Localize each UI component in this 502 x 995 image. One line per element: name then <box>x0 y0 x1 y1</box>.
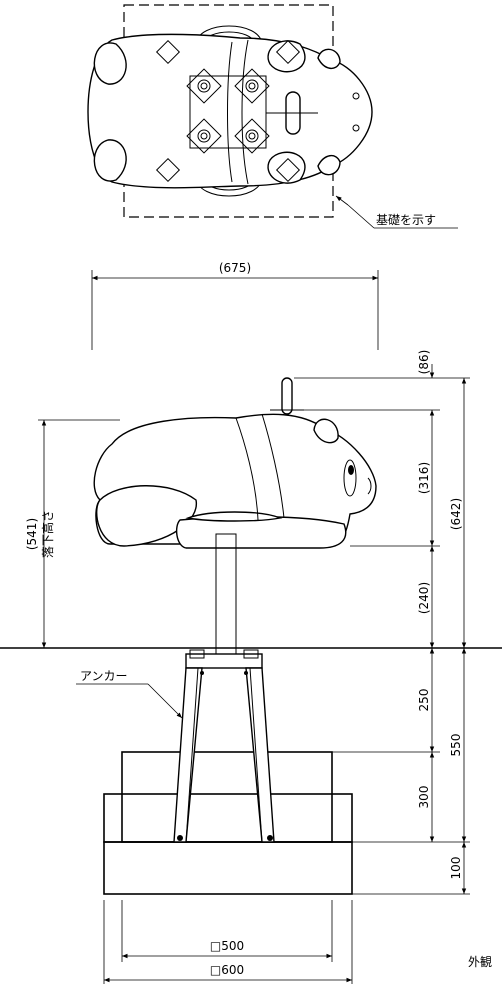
base-square-label: □500 <box>210 939 244 953</box>
side-view <box>93 377 377 657</box>
anchor-leader <box>76 683 183 719</box>
slab-square-label: □600 <box>210 963 244 977</box>
foundation-note: 基礎を示す <box>376 213 436 227</box>
width-label: (675) <box>219 261 251 275</box>
concrete-base <box>103 751 353 895</box>
fall-height-dimension <box>38 419 120 648</box>
seat-height-label: (240) <box>417 582 431 614</box>
base-depth-label: 300 <box>417 786 431 809</box>
view-label: 外観 <box>468 955 492 969</box>
post-above-base-label: 250 <box>417 689 431 712</box>
top-view <box>87 4 373 218</box>
height-dimensions <box>294 364 470 648</box>
handle-height-label: (86) <box>417 350 431 375</box>
total-height-label: (642) <box>449 498 463 530</box>
foundation-leader <box>335 195 458 229</box>
top-anchors <box>186 68 270 154</box>
fall-height-value: (541) <box>25 518 39 550</box>
square-dimensions <box>103 900 353 984</box>
embed-total-label: 550 <box>449 734 463 757</box>
slab-thickness-label: 100 <box>449 857 463 880</box>
panda-top-body <box>87 33 373 189</box>
anchor-frame <box>160 649 300 843</box>
fall-height-label: 落下高さ <box>40 510 55 558</box>
body-height-label: (316) <box>417 462 431 494</box>
base-dimensions <box>312 648 470 895</box>
anchor-label: アンカー <box>80 669 128 683</box>
width-dimension <box>91 270 379 350</box>
